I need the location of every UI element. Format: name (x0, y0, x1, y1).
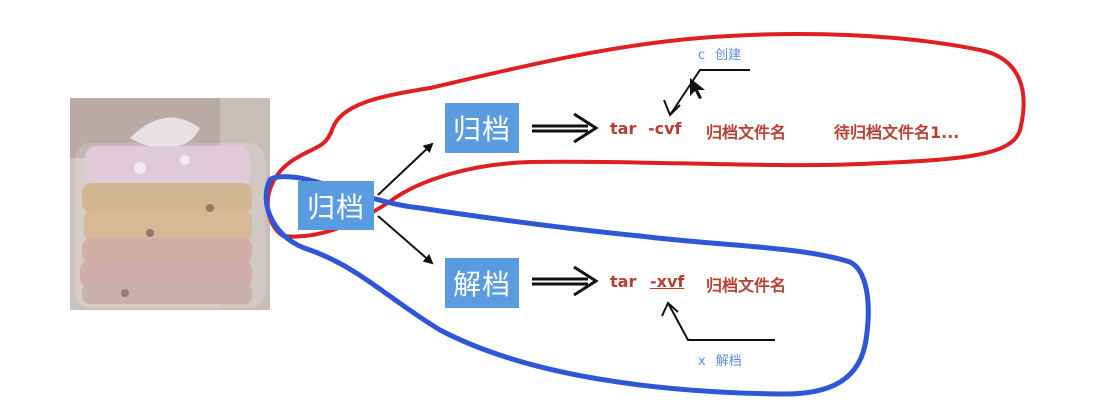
extract-note: x 解档 (698, 350, 752, 369)
command-arrow-extract (532, 265, 599, 297)
blue-loop-annotation (263, 174, 871, 397)
pointer-arrow-extract (661, 301, 775, 341)
extract-note-letter: x (698, 354, 706, 369)
blankets-illustration (70, 98, 270, 310)
branch-arrow-extract (377, 215, 434, 265)
root-archive-label: 归档 (306, 190, 365, 224)
create-note: c 创建 (698, 44, 751, 63)
create-note-text: 创建 (715, 48, 742, 63)
extract-label: 解档 (452, 268, 511, 301)
archive-box: 归档 (445, 103, 519, 153)
branch-arrow-archive (377, 142, 434, 196)
root-archive-box: 归档 (298, 181, 374, 230)
command-arrow-archive (532, 112, 599, 144)
red-loop-annotation (265, 32, 1026, 239)
create-note-letter: c (698, 48, 706, 63)
archive-label: 归档 (452, 113, 511, 146)
pointer-arrow-create (663, 69, 750, 117)
extract-note-text: 解档 (715, 354, 742, 369)
blankets-photo (70, 98, 270, 310)
extract-box: 解档 (445, 258, 519, 308)
cursor-icon (690, 78, 705, 99)
